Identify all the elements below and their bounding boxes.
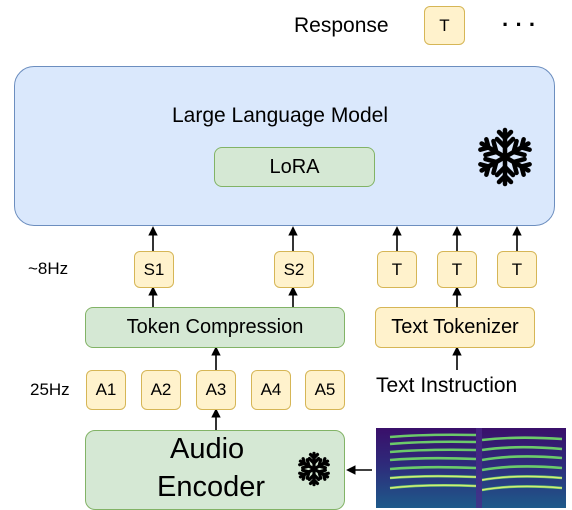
rate-compressed: ~8Hz xyxy=(28,259,69,278)
audio-token-a5: A5 xyxy=(305,370,345,410)
rate-audio: 25Hz xyxy=(30,380,70,399)
text-token: T xyxy=(377,251,417,288)
speech-token-s1: S1 xyxy=(134,251,174,288)
spectrogram-image xyxy=(376,428,566,508)
text-token: T xyxy=(497,251,537,288)
llm-block xyxy=(14,66,555,226)
text-tokenizer-block: Text Tokenizer xyxy=(375,307,535,348)
audio-token-a1: A1 xyxy=(86,370,126,410)
text-instruction-label: Text Instruction xyxy=(376,374,518,397)
speech-token-s2: S2 xyxy=(274,251,314,288)
audio-token-a3: A3 xyxy=(196,370,236,410)
text-token: T xyxy=(437,251,477,288)
response-label: Response xyxy=(294,14,389,37)
response-token: T xyxy=(424,6,465,45)
token-compression-block: Token Compression xyxy=(85,307,345,348)
audio-encoder-label-line1: Audio xyxy=(170,433,245,465)
audio-token-a4: A4 xyxy=(251,370,291,410)
ellipsis: · · · xyxy=(502,12,537,37)
audio-encoder-label-line2: Encoder xyxy=(157,471,266,503)
lora-block: LoRA xyxy=(214,147,375,187)
snowflake-icon xyxy=(474,127,536,188)
audio-token-a2: A2 xyxy=(141,370,181,410)
llm-label: Large Language Model xyxy=(172,104,389,127)
snowflake-icon xyxy=(296,451,332,487)
